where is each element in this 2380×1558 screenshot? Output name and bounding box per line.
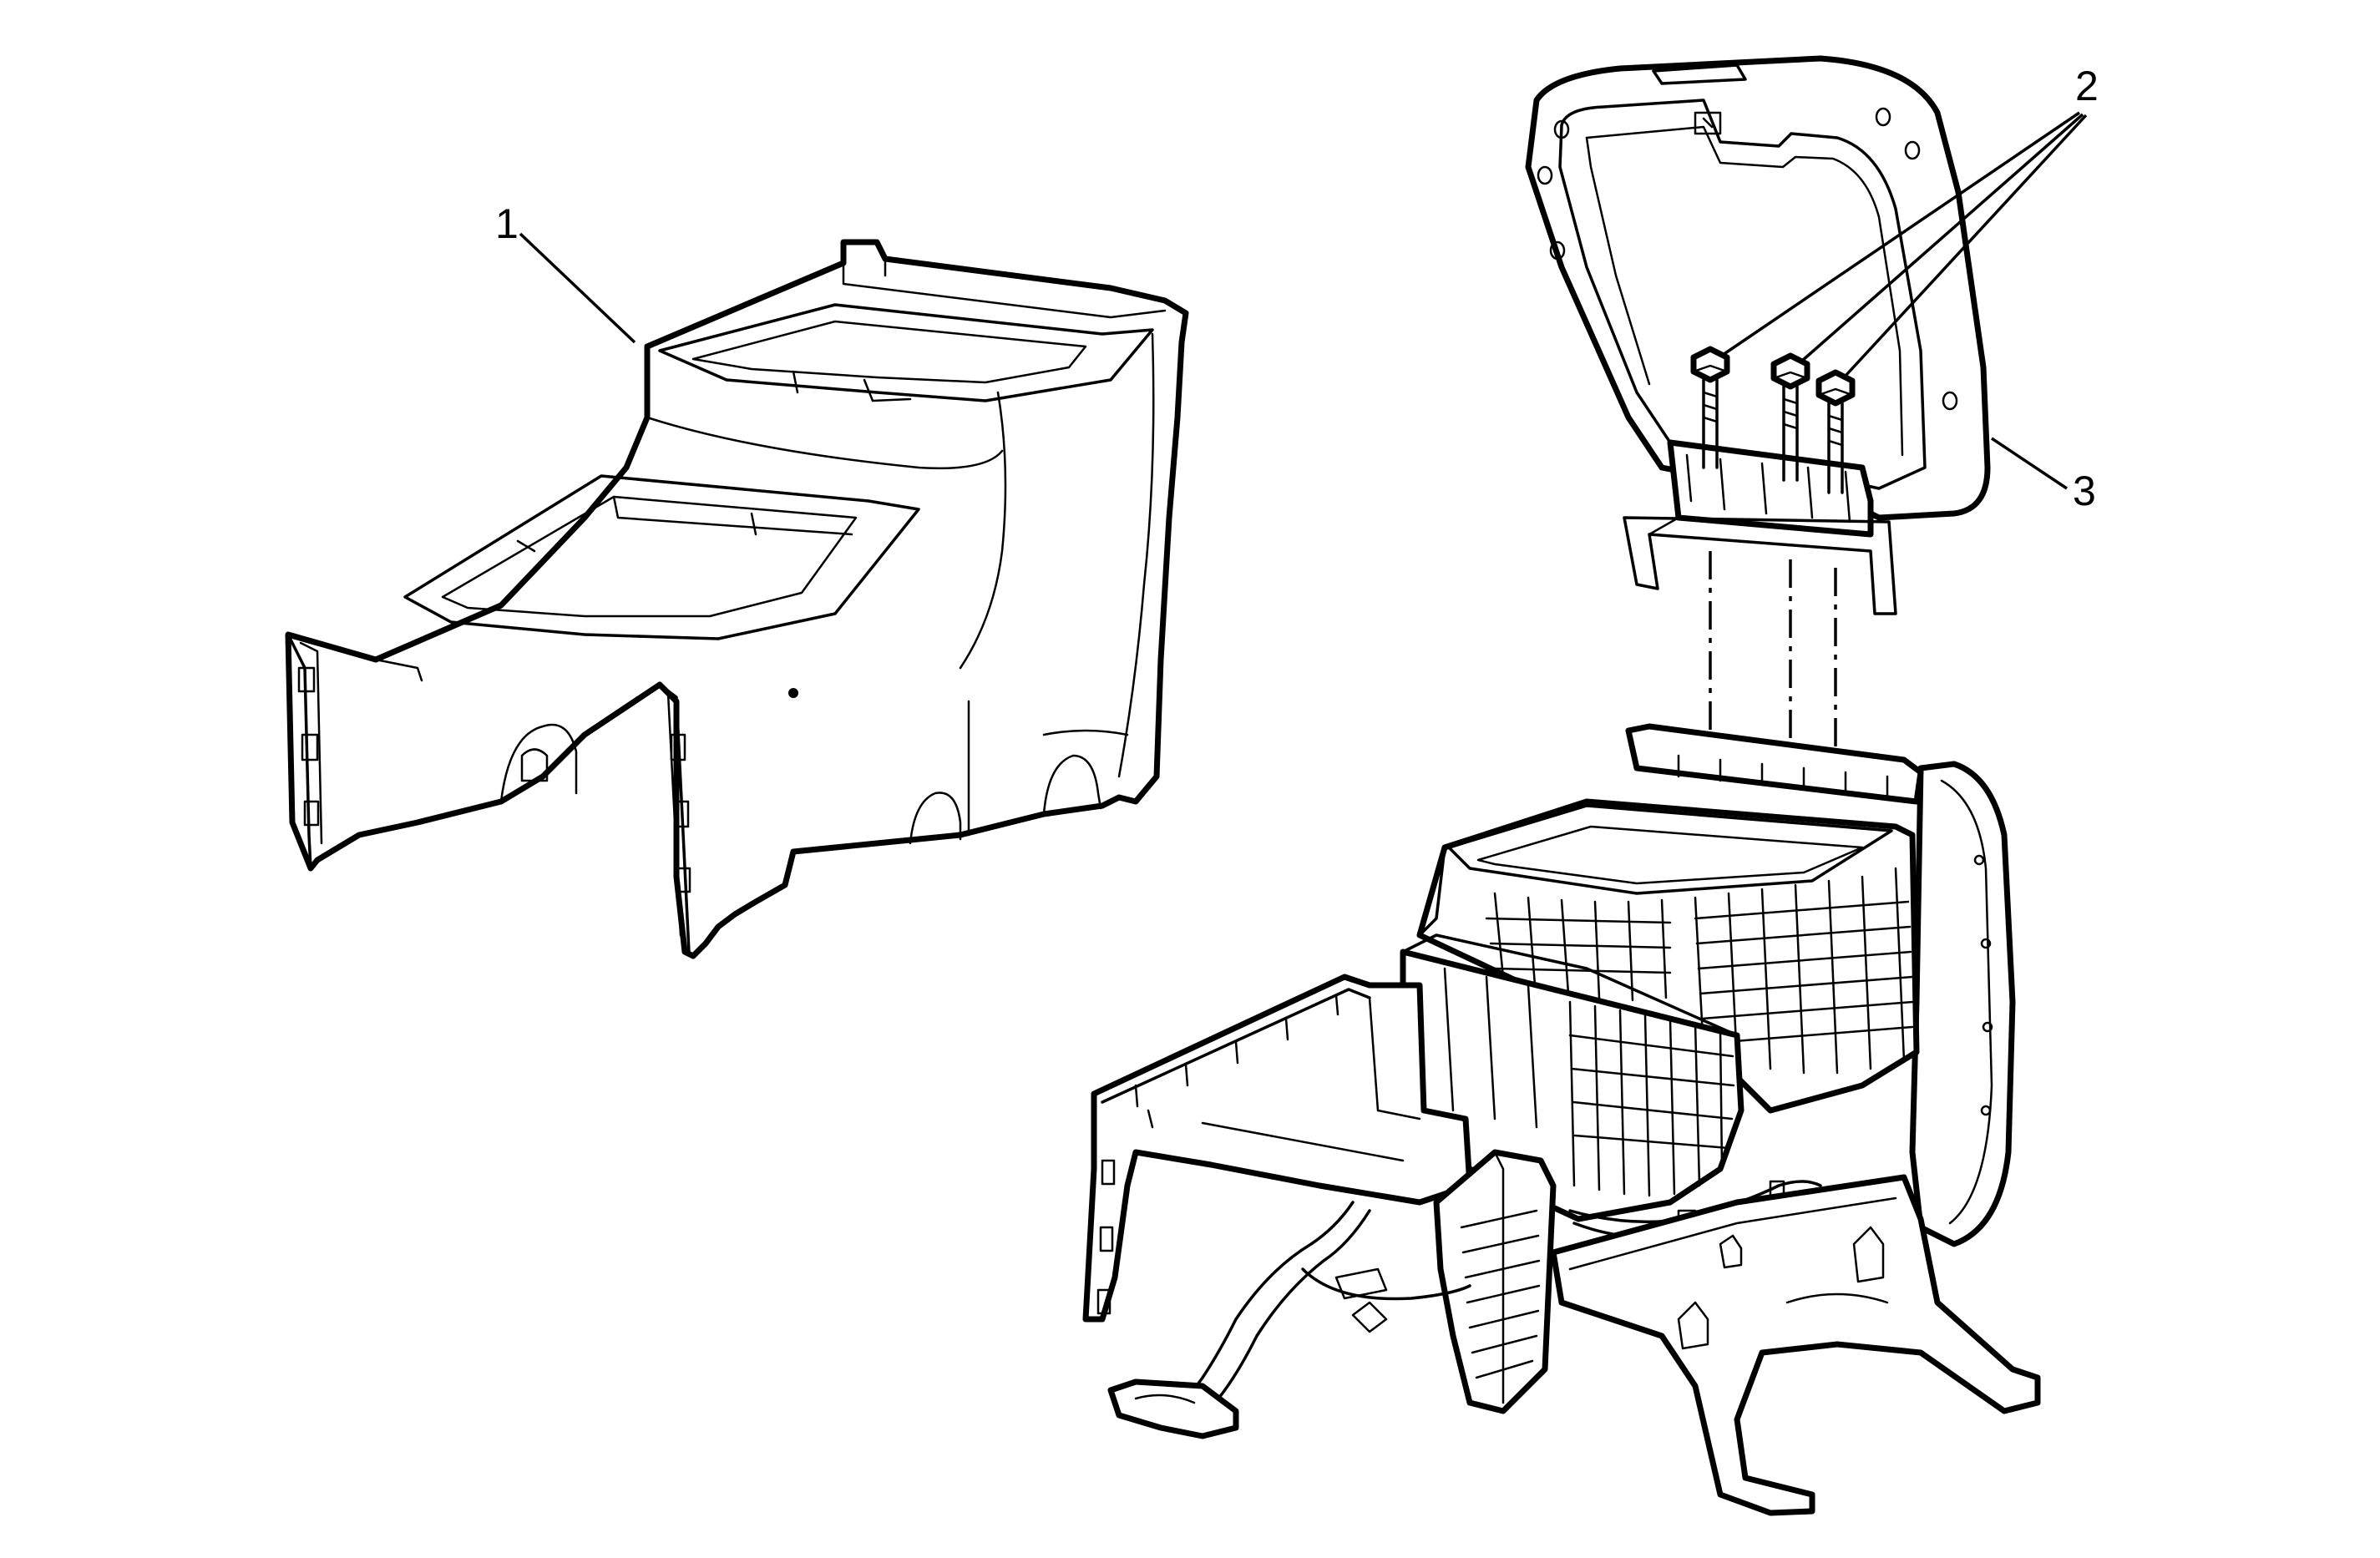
console-trim-cover [285,239,1189,959]
floor-mount-bracket [1550,1174,2041,1516]
lower-rib-grid [1568,1000,1735,1197]
armrest-inner-opening [1558,99,1927,490]
left-floor-foot [1107,1378,1239,1439]
callout-3: 3 [2073,468,2096,514]
callouts: 1 2 3 [495,63,2099,514]
bolt-center [1770,352,1810,482]
leader-2a [1722,111,2080,357]
armrest-outline [1525,55,1991,521]
console-armrest-lid [1525,55,1991,615]
compartment-side-panel [1909,761,2016,1247]
leader-1 [519,232,636,344]
front-bin-opening [403,474,920,640]
callout-2: 2 [2075,63,2099,109]
leader-3 [1991,437,2068,490]
left-mounting-flange [286,633,312,870]
leader-2b [1800,113,2084,362]
bolt-right [1815,369,1856,494]
leader-2c [1844,114,2088,377]
front-end-cap [1433,1149,1557,1414]
callout-1: 1 [495,200,519,247]
right-mounting-flange [658,683,691,954]
rear-bin-opening [658,303,1154,402]
console-cover-outline [285,239,1189,959]
console-compartment-assembly [1082,723,2041,1516]
hinge-mount [1625,723,1924,805]
bolt-left [1690,346,1730,469]
tub-rib-grid [1485,867,1914,1075]
